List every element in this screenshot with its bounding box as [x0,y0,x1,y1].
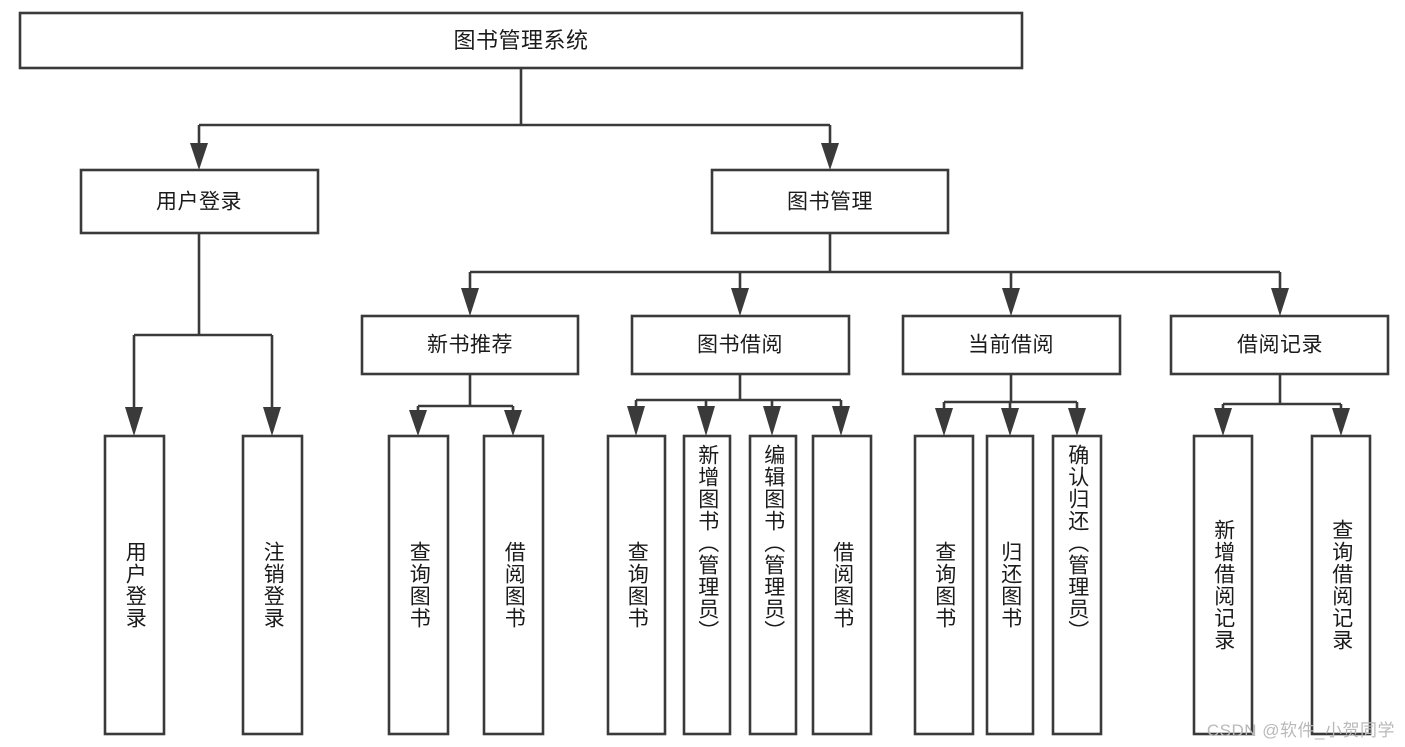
node-new-book-recommend-label: 新书推荐 [427,334,513,357]
csdn-watermark: CSDN @软件_小贺同学 [1206,721,1395,740]
arrowhead-current-borrow [1002,288,1020,316]
node-root[interactable]: 图书管理系统 [18,11,1024,70]
arrowhead-leaf-return-book [1001,408,1019,436]
arrowhead-leaf-user-logout [263,407,281,436]
node-leaf-query-book-2-box[interactable] [606,434,667,736]
node-book-borrow-label: 图书借阅 [697,334,783,357]
node-borrow-record[interactable]: 借阅记录 [1169,314,1390,376]
node-leaf-add-book-admin-box[interactable] [682,434,732,736]
arrowhead-leaf-add-borrow-record [1214,408,1232,436]
arrowhead-new-book-recommend [461,288,479,316]
node-leaf-user-logout-box[interactable] [241,434,304,736]
node-book-manage-label: 图书管理 [787,191,873,214]
node-borrow-record-label: 借阅记录 [1237,334,1323,357]
node-book-borrow[interactable]: 图书借阅 [630,314,851,376]
arrowhead-leaf-confirm-return-admin [1068,408,1086,436]
arrowhead-leaf-user-login [125,407,143,436]
node-leaf-confirm-return-admin-box[interactable] [1051,434,1103,736]
node-borrow-record-box[interactable] [1169,314,1390,376]
node-leaf-add-borrow-record-box[interactable] [1192,434,1254,736]
arrowhead-leaf-edit-book-admin [763,406,781,436]
node-user-login-box[interactable] [79,168,320,235]
node-current-borrow-label: 当前借阅 [968,334,1054,357]
node-leaf-query-borrow-record-box[interactable] [1310,434,1372,736]
arrowhead-book-manage [821,143,839,170]
leaf-box-layer [103,434,1372,736]
node-book-manage-box[interactable] [710,168,950,235]
arrowhead-book-borrow [731,288,749,316]
node-new-book-recommend-box[interactable] [360,314,580,376]
arrowhead-leaf-query-book-2 [627,406,645,436]
node-leaf-borrow-book-2-box[interactable] [811,434,873,736]
arrowhead-leaf-query-borrow-record [1332,408,1350,436]
node-leaf-user-login-box[interactable] [103,434,166,736]
arrowhead-borrow-record [1271,288,1289,316]
node-leaf-query-book-3-box[interactable] [913,434,975,736]
connector-layer [125,68,1350,436]
node-leaf-query-book-1-box[interactable] [387,434,450,736]
arrowhead-user-login [190,143,208,170]
arrowhead-leaf-borrow-book-2 [832,406,850,436]
node-leaf-return-book-box[interactable] [985,434,1035,736]
arrowhead-leaf-query-book-3 [935,408,953,436]
arrowhead-leaf-query-book-1 [409,410,427,436]
node-user-login-label: 用户登录 [156,191,242,214]
node-current-borrow[interactable]: 当前借阅 [901,314,1122,376]
node-book-borrow-box[interactable] [630,314,851,376]
node-current-borrow-box[interactable] [901,314,1122,376]
node-root-label: 图书管理系统 [453,28,588,53]
node-root-box[interactable] [18,11,1024,70]
node-leaf-borrow-book-1-box[interactable] [482,434,545,736]
node-new-book-recommend[interactable]: 新书推荐 [360,314,580,376]
arrowhead-leaf-borrow-book-1 [504,410,522,436]
node-leaf-edit-book-admin-box[interactable] [748,434,798,736]
arrowhead-leaf-add-book-admin [697,406,715,436]
node-user-login[interactable]: 用户登录 [79,168,320,235]
node-book-manage[interactable]: 图书管理 [710,168,950,235]
